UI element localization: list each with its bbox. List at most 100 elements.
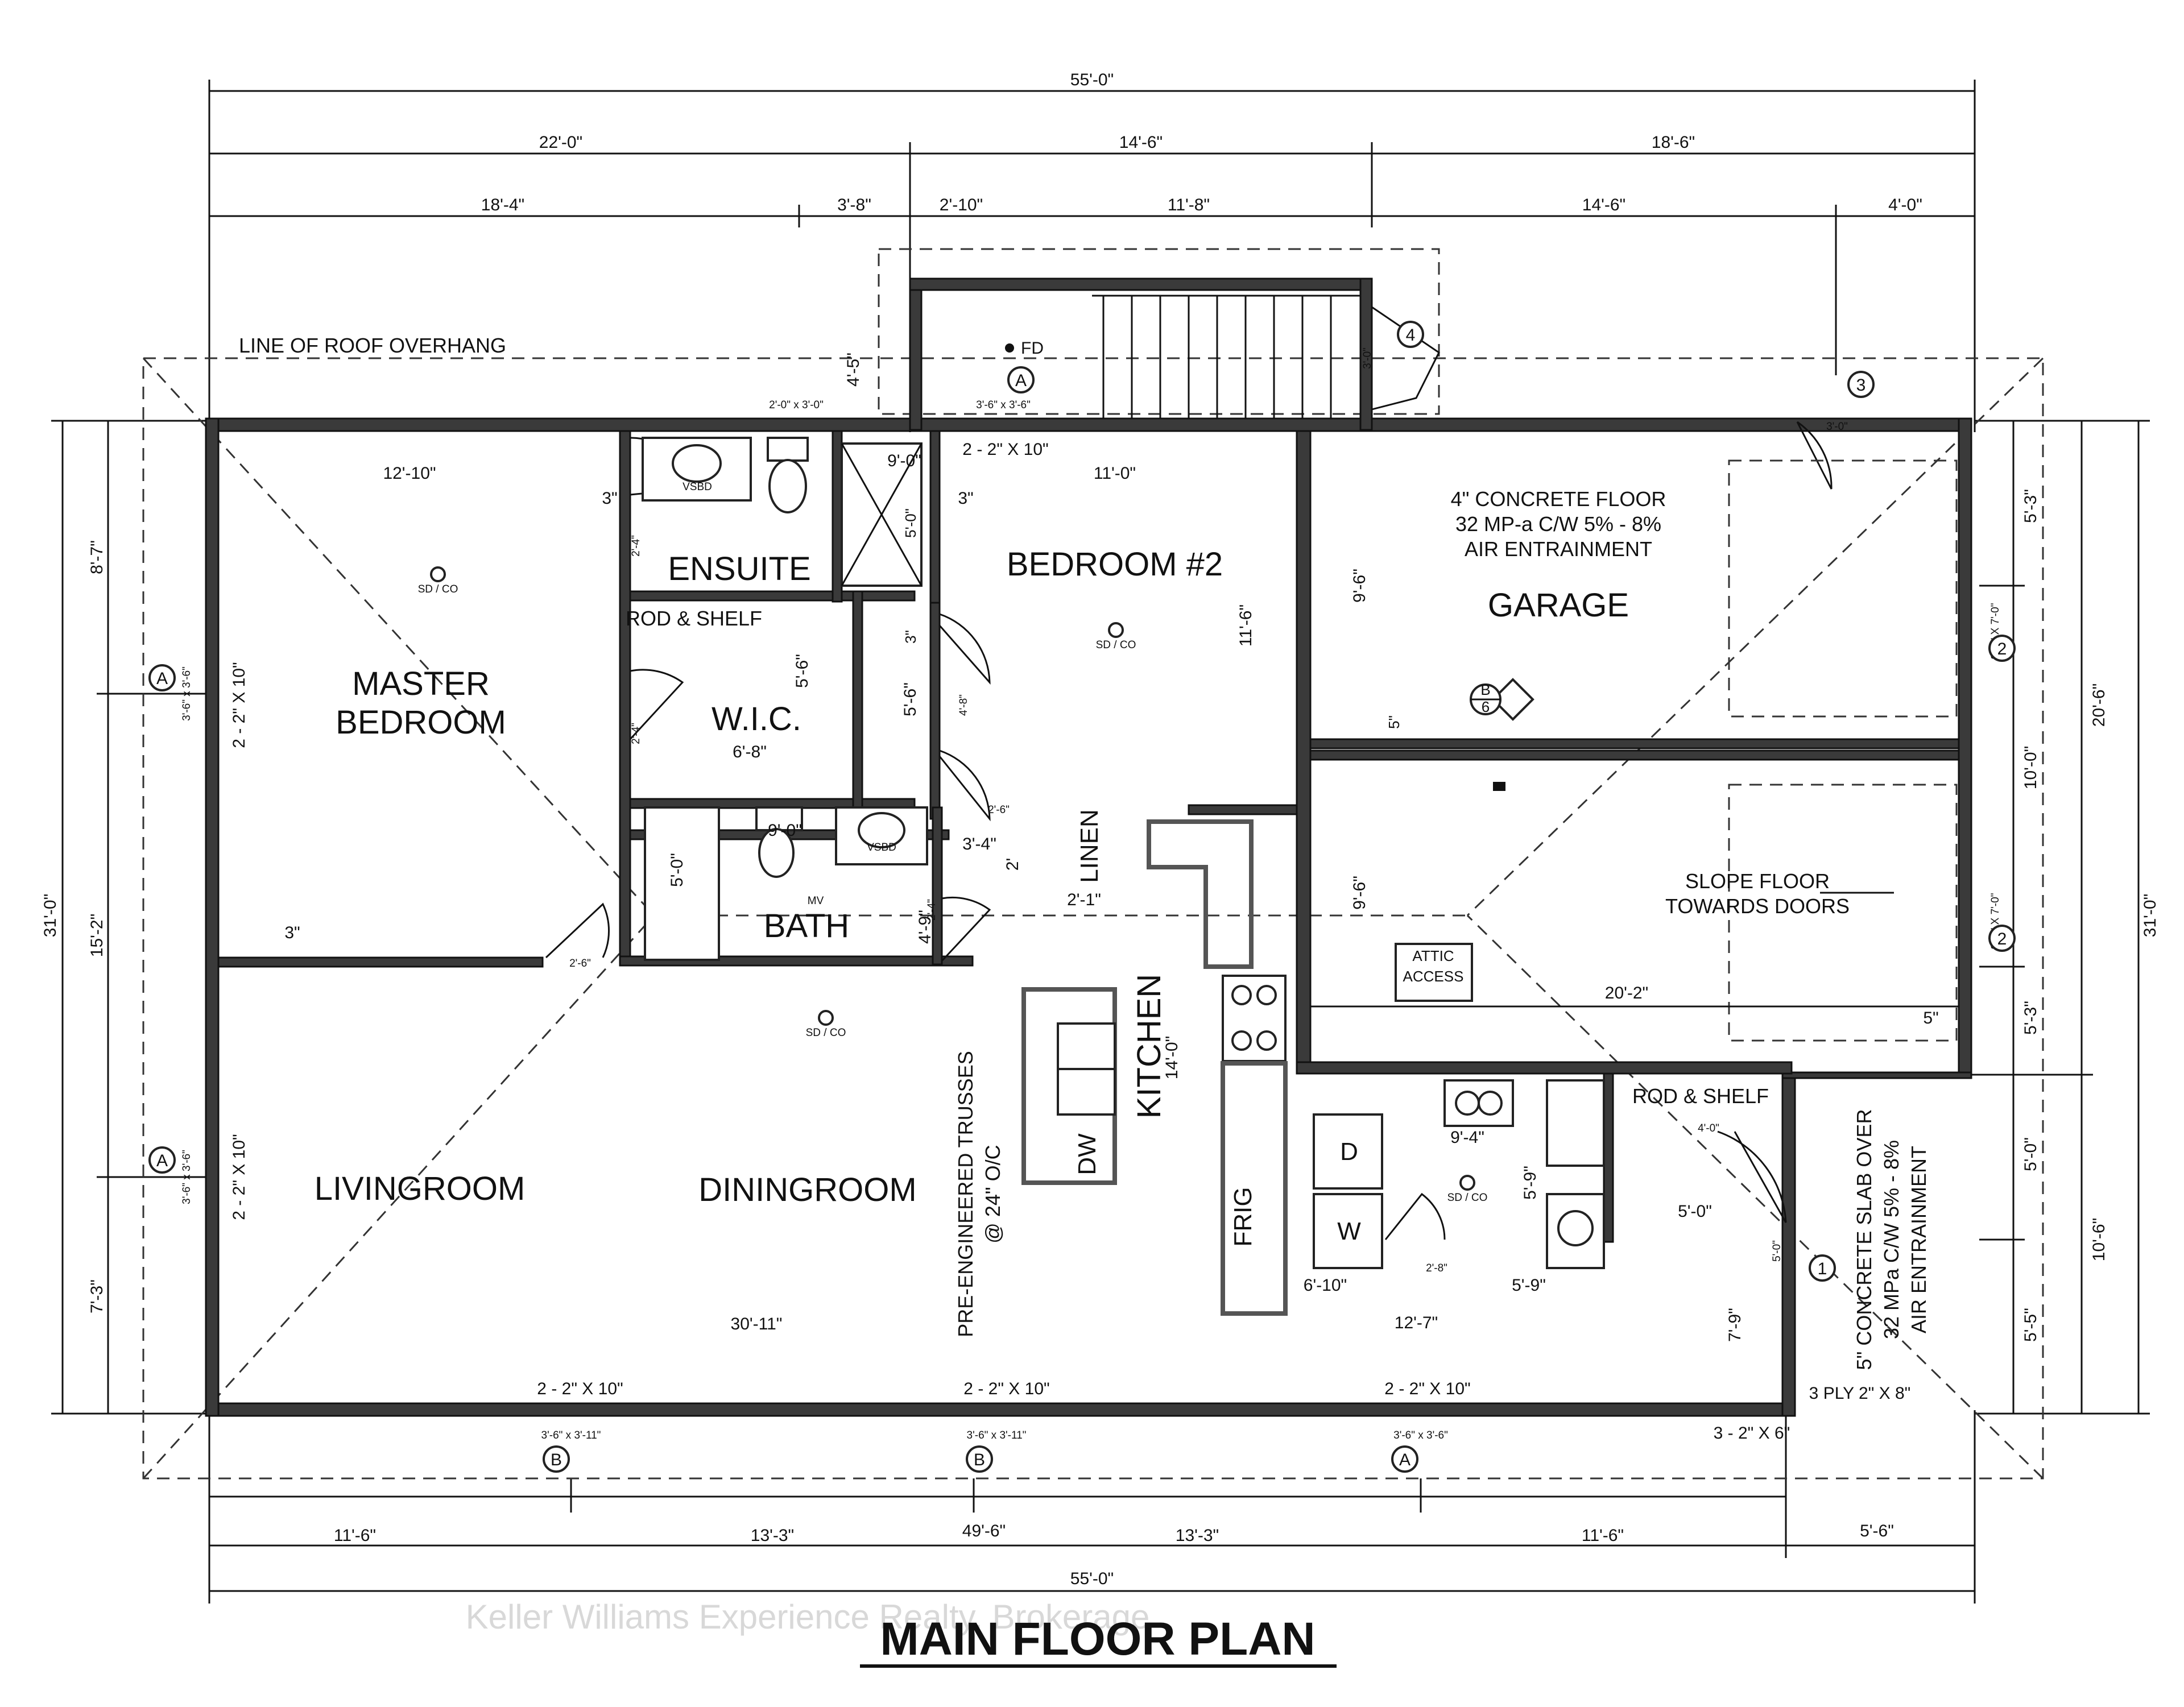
staircase <box>1092 295 1360 420</box>
dim-right-a: 5'-3" <box>2021 489 2040 523</box>
dim-top-d: 11'-8" <box>1168 196 1210 214</box>
dim-bottom-side: 5'-6" <box>1860 1522 1894 1540</box>
lintel-stair: 2 - 2" X 10" <box>962 440 1048 459</box>
dim-hall-2: 4'-9" <box>916 910 934 944</box>
dim-laundry-h: 5'-9" <box>1521 1166 1540 1200</box>
dim-closet-3: 3" <box>902 630 919 644</box>
dim-bottom-b: 13'-3" <box>751 1526 794 1545</box>
dim-left-a: 8'-7" <box>88 540 106 574</box>
lintel-bottom-3: 2 - 2" X 10" <box>1384 1379 1470 1398</box>
dim-top-e: 14'-6" <box>1582 196 1625 214</box>
window-tag-b-2: B <box>974 1451 985 1469</box>
dim-right-mid: 20'-6" <box>2090 683 2108 727</box>
dim-top-3: 18'-6" <box>1652 133 1695 152</box>
dim-wic-h: 5'-6" <box>793 654 812 688</box>
dim-shower-w: 9'-0" <box>887 451 921 470</box>
dim-left-b: 15'-2" <box>88 914 106 957</box>
window-bottom-2: 3'-6" x 3'-11" <box>967 1430 1027 1441</box>
dim-laundry-a: 6'-10" <box>1304 1276 1347 1295</box>
window-ensuite: 2'-0" x 3'-0" <box>769 399 824 411</box>
dim-bottom-sub: 49'-6" <box>962 1522 1006 1540</box>
slab-note-3: AIR ENTRAINMENT <box>1907 1146 1930 1333</box>
window-bottom-3: 3'-6" x 3'-6" <box>1393 1430 1448 1441</box>
door-tag-3: 3 <box>1856 376 1866 395</box>
dim-bath-h: 5'-0" <box>668 853 686 887</box>
room-master-line1: MASTER <box>352 665 490 702</box>
dim-right-c: 5'-3" <box>2021 1001 2040 1035</box>
lintel-living: 2 - 2" X 10" <box>230 1134 249 1220</box>
window-tag-b-1: B <box>551 1451 562 1469</box>
linen-label: LINEN <box>1076 809 1103 883</box>
smoke-detector-icon <box>1459 1175 1475 1191</box>
rod-shelf-note-wic: ROD & SHELF <box>626 607 762 630</box>
dim-hall-4: 2' <box>1003 858 1022 871</box>
window-living: 3'-6" x 3'-6" <box>181 1150 193 1204</box>
door-4-size: 3'-0" <box>1362 347 1374 369</box>
window-master: 3'-6" x 3'-6" <box>181 666 193 721</box>
smoke-detector-laundry: SD / CO <box>1447 1192 1488 1204</box>
window-tag-a-living: A <box>156 1151 168 1170</box>
dim-5in-2: 5" <box>1923 1009 1938 1027</box>
floor-note-1: 4" CONCRETE FLOOR <box>1451 487 1666 511</box>
door-size-laundry: 2'-8" <box>1426 1262 1447 1274</box>
dim-top-a: 18'-4" <box>481 196 524 214</box>
room-wic: W.I.C. <box>712 701 801 738</box>
dim-left-c: 7'-3" <box>88 1279 106 1314</box>
door-size-closet: 4'-8" <box>958 694 970 716</box>
dim-laundry-b: 5'-9" <box>1512 1276 1546 1295</box>
dim-laundry-c: 12'-7" <box>1395 1314 1438 1332</box>
room-bedroom-2: BEDROOM #2 <box>1007 546 1223 583</box>
dim-porch-w: 5'-0" <box>1678 1202 1712 1221</box>
dim-3in-1: 3" <box>602 489 617 508</box>
roof-overhang-outline <box>142 248 2044 1480</box>
door-size-master: 2'-6" <box>569 958 591 969</box>
dim-wic-w: 6'-8" <box>733 743 767 761</box>
dim-left-overall: 31'-0" <box>41 894 60 937</box>
floor-note-2: 32 MP-a C/W 5% - 8% <box>1455 512 1661 536</box>
lintel-bottom-1: 2 - 2" X 10" <box>537 1379 623 1398</box>
section-tag-number: 6 <box>1482 698 1490 715</box>
dim-bottom-a: 11'-6" <box>334 1526 376 1545</box>
dim-stair-h: 4'-5" <box>844 353 863 387</box>
small-labels: 2'-0" x 3'-0" 3'-6" x 3'-6" 3'-6" x 3'-6… <box>181 347 2001 1441</box>
rod-shelf-note-entry: ROD & SHELF <box>1632 1084 1769 1108</box>
dim-garage-h1: 9'-6" <box>1350 569 1369 603</box>
dim-right-d: 5'-0" <box>2021 1137 2040 1171</box>
fridge-label: FRIG <box>1229 1187 1257 1246</box>
slab-note-1: 5" CONCRETE SLAB OVER <box>1852 1109 1876 1370</box>
dim-garage-w: 20'-2" <box>1605 984 1648 1002</box>
room-ensuite: ENSUITE <box>668 550 810 587</box>
vanity-bath: VSBD <box>867 842 896 854</box>
fixtures <box>642 437 1605 1316</box>
room-garage: GARAGE <box>1488 587 1629 624</box>
room-livingroom: LIVINGROOM <box>315 1170 526 1207</box>
interior-walls <box>217 430 1960 1243</box>
door-size-bath: 2'-4" <box>926 899 938 921</box>
dim-top-f: 4'-0" <box>1888 196 1922 214</box>
attic-note-2: ACCESS <box>1403 968 1464 985</box>
door-3-size: 3'-0" <box>1826 421 1848 433</box>
floor-note-3: AIR ENTRAINMENT <box>1465 537 1652 561</box>
smoke-detector-bedroom2: SD / CO <box>1096 639 1136 651</box>
slope-note-1: SLOPE FLOOR <box>1685 869 1830 893</box>
lintel-master: 2 - 2" X 10" <box>230 662 249 748</box>
dim-bottom-d: 11'-6" <box>1582 1526 1624 1545</box>
window-tag-a-master: A <box>156 669 168 688</box>
dim-right-e: 5'-5" <box>2021 1308 2040 1342</box>
dim-3in-2: 3" <box>958 489 973 508</box>
dimension-labels: 55'-0" 22'-0" 14'-6" 18'-6" 18'-4" 3'-8"… <box>41 71 2160 1588</box>
door-tag-2-lower: 2 <box>1997 930 2007 948</box>
dim-top-1: 22'-0" <box>539 133 582 152</box>
window-bottom-1: 3'-6" x 3'-11" <box>541 1430 601 1441</box>
dim-laundry-w: 9'-4" <box>1450 1128 1484 1147</box>
exterior-walls <box>205 277 1972 1417</box>
bottom-beam-note: 3 - 2" X 6" <box>1714 1424 1790 1443</box>
room-diningroom: DININGROOM <box>698 1171 916 1208</box>
dryer-label: D <box>1340 1138 1358 1166</box>
page-title: MAIN FLOOR PLAN <box>880 1613 1315 1665</box>
section-tag-letter: B <box>1480 681 1490 698</box>
dim-top-c: 2'-10" <box>940 196 983 214</box>
room-master-line2: BEDROOM <box>336 704 506 741</box>
watermark: Keller Williams Experience Realty, Broke… <box>466 1598 1150 1636</box>
